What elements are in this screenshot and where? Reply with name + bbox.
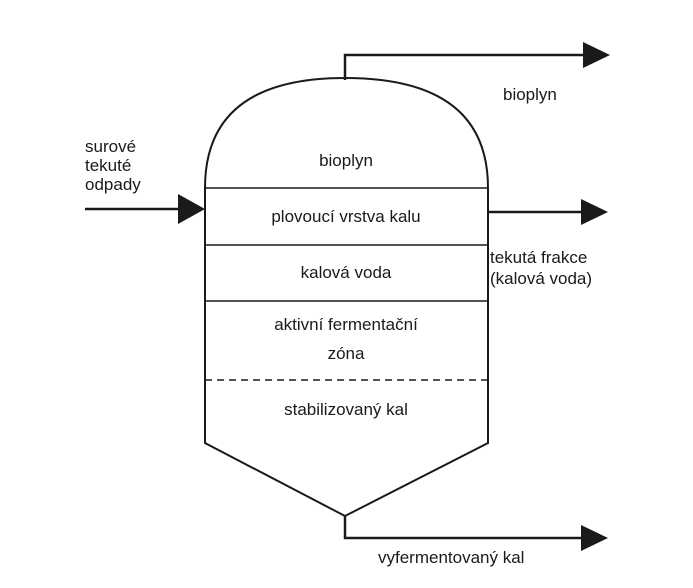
zone-water-label: kalová voda [301,263,392,282]
sludge-outlet-line [343,516,583,540]
output-liquid-label-line-2: (kalová voda) [490,269,592,288]
input-label-line-3: odpady [85,175,141,194]
input-arrow-head [178,194,205,224]
sludge-arrow-head [581,525,608,551]
zone-active-label-line-2: zóna [328,344,365,363]
zone-active-label-line-1: aktivní fermentační [274,315,418,334]
output-liquid-label-line-1: tekutá frakce [490,248,587,267]
liquid-arrow-head [581,199,608,225]
tank-outline [204,76,489,518]
biogas-arrow-head [583,42,610,68]
input-label-line-2: tekuté [85,156,131,175]
zone-gas-label: bioplyn [319,151,373,170]
output-sludge-label: vyfermentovaný kal [378,548,524,567]
zone-scum-label: plovoucí vrstva kalu [271,207,420,226]
input-label-line-1: surové [85,137,136,156]
output-biogas-label: bioplyn [503,85,557,104]
biogas-outlet-line [343,53,585,80]
zone-stabilized-label: stabilizovaný kal [284,400,408,419]
